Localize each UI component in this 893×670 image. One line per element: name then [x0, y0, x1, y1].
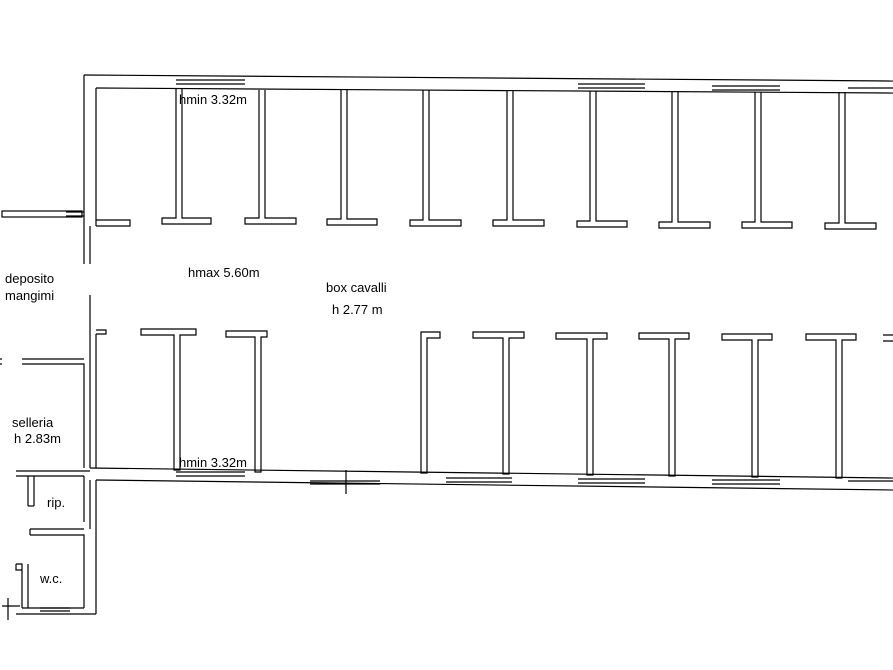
selleria-label: selleria [12, 415, 54, 430]
bottom-stall-partitions [140, 328, 893, 479]
wc-label: w.c. [39, 571, 62, 586]
top-outer-wall [83, 74, 893, 220]
service-rooms [2, 476, 97, 620]
top-stall-partitions [161, 88, 877, 230]
left-entry-top [1, 210, 131, 264]
left-middle-walls [0, 295, 107, 477]
hmin-bottom-label: hmin 3.32m [179, 455, 247, 470]
hmin-top-label: hmin 3.32m [179, 92, 247, 107]
rip-label: rip. [47, 495, 65, 510]
box-title-label: box cavalli [326, 280, 387, 295]
bottom-outer-wall [89, 467, 893, 494]
hmax-label: hmax 5.60m [188, 265, 260, 280]
selleria-height-label: h 2.83m [14, 431, 61, 446]
mangimi-label: mangimi [5, 288, 54, 303]
deposito-label: deposito [5, 271, 54, 286]
box-height-label: h 2.77 m [332, 302, 383, 317]
